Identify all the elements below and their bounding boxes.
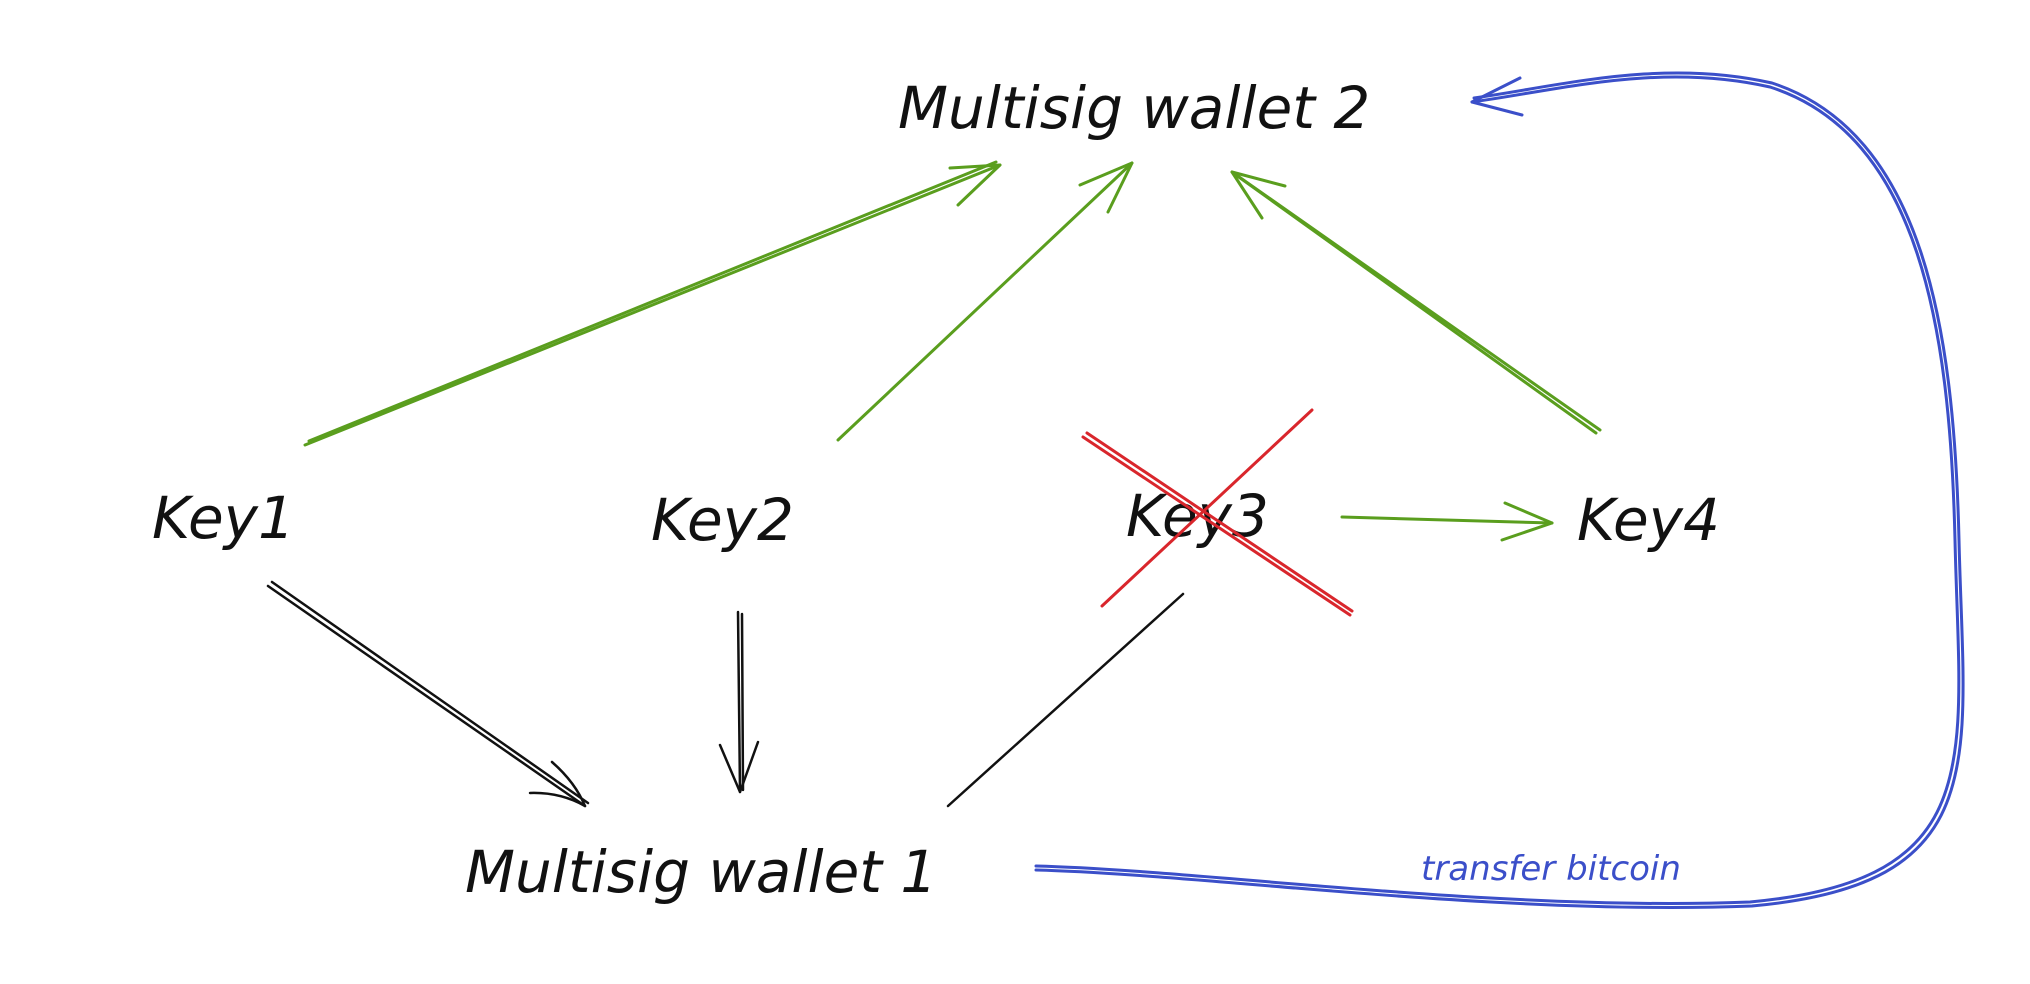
transfer-label: transfer bitcoin: [1421, 849, 1681, 889]
edge-key2-to-wallet2: [836, 161, 1134, 442]
edge-key2-to-wallet1: [718, 610, 760, 794]
node-key2: Key2: [651, 486, 794, 554]
edge-wallet1-to-wallet2: [1034, 71, 1965, 910]
node-wallet2: Multisig wallet 2: [898, 74, 1370, 142]
edge-key3-to-wallet1: [946, 592, 1185, 808]
edge-key4-to-wallet2: [1230, 170, 1602, 435]
edge-key3-to-key4: [1340, 501, 1554, 542]
node-key4: Key4: [1577, 486, 1720, 554]
node-key1: Key1: [152, 484, 295, 552]
node-wallet1: Multisig wallet 1: [465, 838, 937, 906]
edge-key1-to-wallet2: [303, 160, 1002, 447]
edge-key1-to-wallet1: [266, 580, 590, 808]
key3-cross-mark: [1081, 408, 1354, 617]
